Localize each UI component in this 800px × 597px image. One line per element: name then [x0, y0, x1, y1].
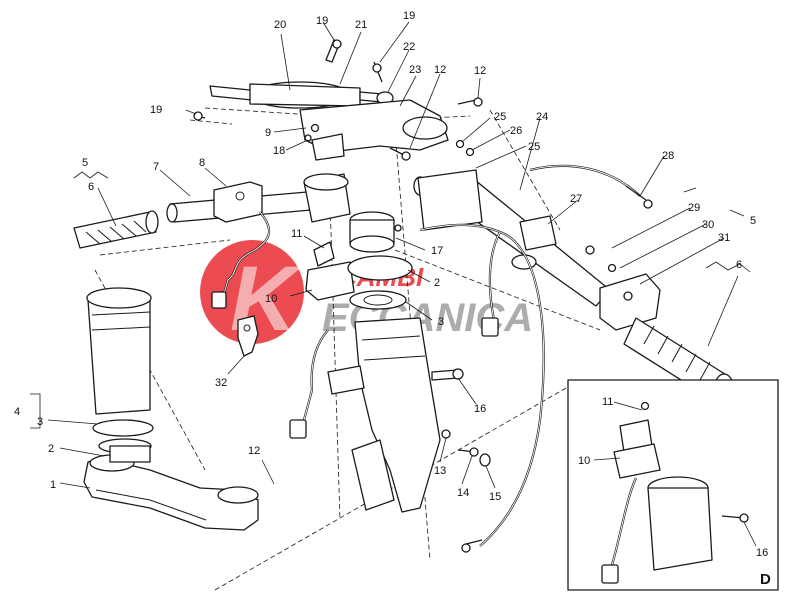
label-inset-part-11: 11 — [602, 396, 613, 408]
lower-fork-crown — [83, 454, 259, 531]
label-part-24: 24 — [536, 111, 548, 123]
label-part-10: 10 — [265, 293, 277, 305]
label-part-28: 28 — [662, 150, 674, 162]
label-part-19-right: 19 — [403, 10, 415, 22]
left-fork-clamp — [303, 173, 351, 223]
steering-stem-tube — [86, 287, 154, 463]
label-part-25-bottom: 25 — [528, 141, 540, 153]
label-part-31: 31 — [718, 232, 730, 244]
label-part-23: 23 — [409, 64, 421, 76]
label-part-5-left: 5 — [82, 157, 88, 169]
label-part-12-topright: 12 — [474, 65, 486, 77]
label-part-20: 20 — [274, 19, 286, 31]
label-part-9: 9 — [265, 127, 271, 139]
label-part-14: 14 — [457, 487, 469, 499]
right-switch-housing — [599, 273, 661, 331]
inset-detail-d — [567, 379, 779, 591]
ignition-key — [237, 315, 259, 357]
leader-lines — [30, 21, 757, 547]
label-part-6-left: 6 — [88, 181, 94, 193]
label-inset-part-16: 16 — [756, 547, 768, 559]
label-part-2-left: 2 — [48, 443, 54, 455]
frame-headstock — [289, 317, 441, 513]
label-part-22: 22 — [403, 41, 415, 53]
label-part-19-top: 19 — [316, 15, 328, 27]
label-part-6-right: 6 — [736, 259, 742, 271]
inset-letter: D — [760, 571, 771, 588]
label-part-4: 4 — [14, 406, 20, 418]
ignition-switch-main — [305, 211, 413, 310]
label-part-32: 32 — [215, 377, 227, 389]
label-part-27: 27 — [570, 193, 582, 205]
label-part-18: 18 — [273, 145, 285, 157]
label-part-8: 8 — [199, 157, 205, 169]
label-part-7: 7 — [153, 161, 159, 173]
right-small-bolts — [394, 139, 617, 273]
throttle-cables — [419, 164, 653, 553]
label-part-25-top: 25 — [494, 111, 506, 123]
label-part-2-mid: 2 — [434, 277, 440, 289]
label-part-12-top: 12 — [434, 64, 446, 76]
label-part-19-left: 19 — [150, 104, 162, 116]
label-part-13: 13 — [434, 465, 446, 477]
mount-bolts — [431, 368, 491, 467]
label-part-3-mid: 3 — [438, 316, 444, 328]
upper-triple-clamp — [299, 99, 449, 161]
part-labels: 1 2 3 4 5 6 7 8 19 20 19 21 19 22 23 12 … — [14, 10, 771, 588]
left-switch-cable — [211, 211, 271, 309]
label-inset-part-10: 10 — [578, 455, 590, 467]
label-part-15: 15 — [489, 491, 501, 503]
label-part-21: 21 — [355, 19, 367, 31]
label-part-16: 16 — [474, 403, 486, 415]
left-switch-housing — [213, 181, 263, 223]
label-part-30: 30 — [702, 219, 714, 231]
label-part-12-bottom: 12 — [248, 445, 260, 457]
label-part-3-left: 3 — [37, 416, 43, 428]
label-part-29: 29 — [688, 202, 700, 214]
label-part-26: 26 — [510, 125, 522, 137]
label-part-17: 17 — [431, 245, 443, 257]
label-part-1: 1 — [50, 479, 56, 491]
label-part-5-right: 5 — [750, 215, 756, 227]
label-part-11: 11 — [291, 228, 302, 240]
